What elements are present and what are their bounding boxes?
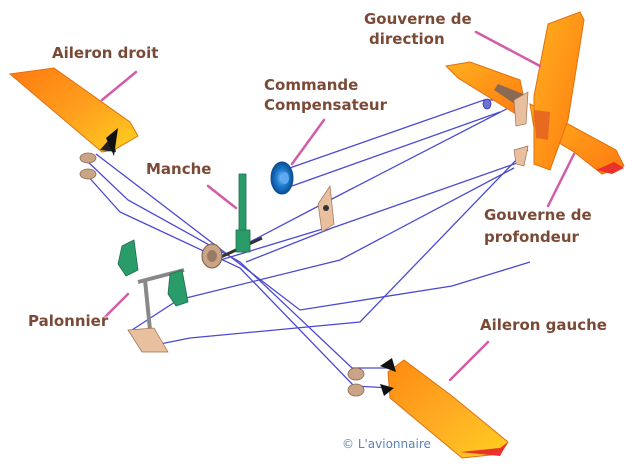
leader-aileron-gauche	[448, 340, 490, 382]
aileron-cable-cross	[95, 153, 531, 311]
trim-cable-bottom	[291, 111, 501, 187]
leader-palonnier	[102, 292, 130, 320]
leader-aileron-droit	[100, 70, 138, 102]
label-gouverne-profondeur-line2: profondeur	[484, 228, 579, 246]
label-gouverne-direction-line1: Gouverne de	[364, 10, 472, 28]
elevator-horn-top	[513, 91, 529, 127]
elevator-horn-bottom	[513, 145, 529, 167]
pedal-base	[127, 327, 169, 353]
pulley-aileron-gauche-bottom	[347, 383, 365, 397]
label-commande-line2: Compensateur	[264, 96, 388, 114]
trim-tab-pulley	[482, 98, 492, 110]
label-gouverne-profondeur-line1: Gouverne de	[484, 206, 592, 224]
leader-lines	[100, 30, 576, 382]
label-gouverne-direction-line2: direction	[369, 30, 445, 48]
pulley-aileron-droit-top	[79, 152, 97, 164]
label-palonnier: Palonnier	[28, 312, 109, 330]
trim-cable-bell	[213, 227, 327, 263]
leader-manche	[206, 184, 238, 210]
label-aileron-gauche: Aileron gauche	[480, 316, 607, 334]
pedal-left	[117, 239, 139, 277]
trim-wheel	[270, 161, 294, 195]
aileron-cable-lower	[85, 173, 393, 389]
leader-commande	[290, 118, 326, 166]
manche	[201, 173, 263, 269]
pulley-aileron-droit-bottom	[79, 168, 97, 180]
label-aileron-droit: Aileron droit	[52, 44, 159, 62]
elevator-bellcrank	[317, 184, 335, 233]
pulley-aileron-gauche-top	[347, 367, 365, 381]
credit-text: © L'avionnaire	[342, 437, 431, 451]
gouverne-de-direction	[533, 11, 585, 171]
aileron-droit	[8, 67, 139, 180]
aileron-cable-upper	[85, 159, 392, 369]
rudder-cable-left	[131, 167, 515, 331]
stick-grip	[238, 173, 247, 237]
pedal-right	[167, 269, 189, 307]
label-manche: Manche	[146, 160, 212, 178]
label-commande-line1: Commande	[264, 76, 359, 94]
aileron-gauche	[347, 358, 509, 459]
palonnier	[117, 239, 189, 353]
leader-gouverne-direction	[474, 30, 542, 68]
elevator-cable-bottom	[245, 161, 521, 263]
leader-gouverne-profondeur	[546, 152, 576, 208]
